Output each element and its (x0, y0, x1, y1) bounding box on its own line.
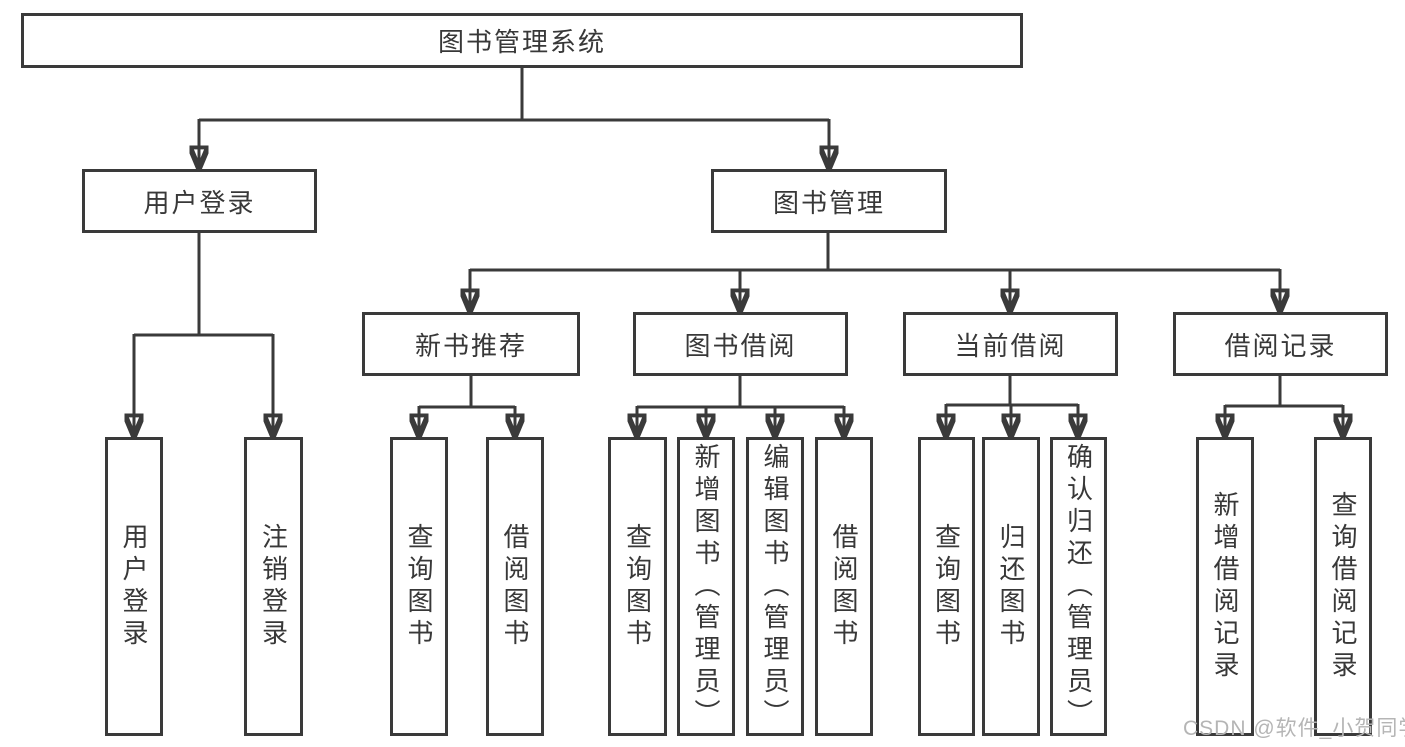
node-current-borrow-label: 当前借阅 (954, 330, 1067, 361)
leaf-borrow-books-1: 借阅图书 (486, 437, 544, 736)
leaf-confirm-return-admin-label: 确认归还（管理员） (1063, 442, 1094, 731)
leaf-add-book-admin-label: 新增图书（管理员） (691, 442, 721, 731)
leaf-add-borrow-record-label: 新增借阅记录 (1210, 490, 1240, 683)
connector-user-login-children (134, 233, 273, 435)
leaf-logout-label: 注销登录 (258, 522, 289, 651)
node-library-system-label: 图书管理系统 (437, 27, 606, 57)
node-new-book-recommend: 新书推荐 (362, 312, 580, 376)
node-book-management-label: 图书管理 (772, 187, 885, 218)
leaf-confirm-return-admin: 确认归还（管理员） (1050, 437, 1107, 736)
node-user-login-label: 用户登录 (143, 187, 256, 218)
leaf-query-books-3-label: 查询图书 (931, 522, 962, 651)
node-book-borrow-label: 图书借阅 (684, 330, 797, 361)
connector-root-to-level2 (199, 68, 829, 167)
leaf-return-book: 归还图书 (982, 437, 1040, 736)
leaf-query-books-2-label: 查询图书 (622, 522, 653, 651)
leaf-edit-book-admin-label: 编辑图书（管理员） (760, 442, 790, 731)
connector-book-borrow-children (637, 376, 844, 435)
leaf-query-books-1-label: 查询图书 (404, 522, 434, 651)
leaf-user-login-label: 用户登录 (119, 522, 149, 651)
connector-book-management-children (470, 233, 1280, 310)
connector-borrow-records-children (1225, 376, 1343, 435)
node-library-system: 图书管理系统 (21, 13, 1023, 68)
leaf-user-login: 用户登录 (105, 437, 163, 736)
leaf-query-borrow-record-label: 查询借阅记录 (1328, 490, 1358, 683)
leaf-borrow-books-2-label: 借阅图书 (829, 522, 859, 651)
leaf-query-books-3: 查询图书 (918, 437, 975, 736)
node-borrow-records: 借阅记录 (1173, 312, 1388, 376)
leaf-edit-book-admin: 编辑图书（管理员） (746, 437, 804, 736)
node-borrow-records-label: 借阅记录 (1224, 330, 1337, 361)
leaf-borrow-books-2: 借阅图书 (815, 437, 873, 736)
watermark: CSDN @软件_小贺同学 (1183, 717, 1405, 740)
leaf-add-book-admin: 新增图书（管理员） (677, 437, 735, 736)
connector-current-borrow-children (946, 376, 1078, 435)
leaf-query-borrow-record: 查询借阅记录 (1314, 437, 1372, 736)
leaf-add-borrow-record: 新增借阅记录 (1196, 437, 1254, 736)
leaf-return-book-label: 归还图书 (996, 522, 1026, 651)
leaf-query-books-1: 查询图书 (390, 437, 448, 736)
node-current-borrow: 当前借阅 (903, 312, 1118, 376)
node-user-login: 用户登录 (82, 169, 317, 233)
node-new-book-recommend-label: 新书推荐 (414, 330, 527, 361)
node-book-borrow: 图书借阅 (633, 312, 848, 376)
leaf-query-books-2: 查询图书 (608, 437, 667, 736)
leaf-borrow-books-1-label: 借阅图书 (500, 522, 530, 651)
node-book-management: 图书管理 (711, 169, 947, 233)
connector-new-book-recommend-children (419, 376, 515, 435)
leaf-logout: 注销登录 (244, 437, 303, 736)
